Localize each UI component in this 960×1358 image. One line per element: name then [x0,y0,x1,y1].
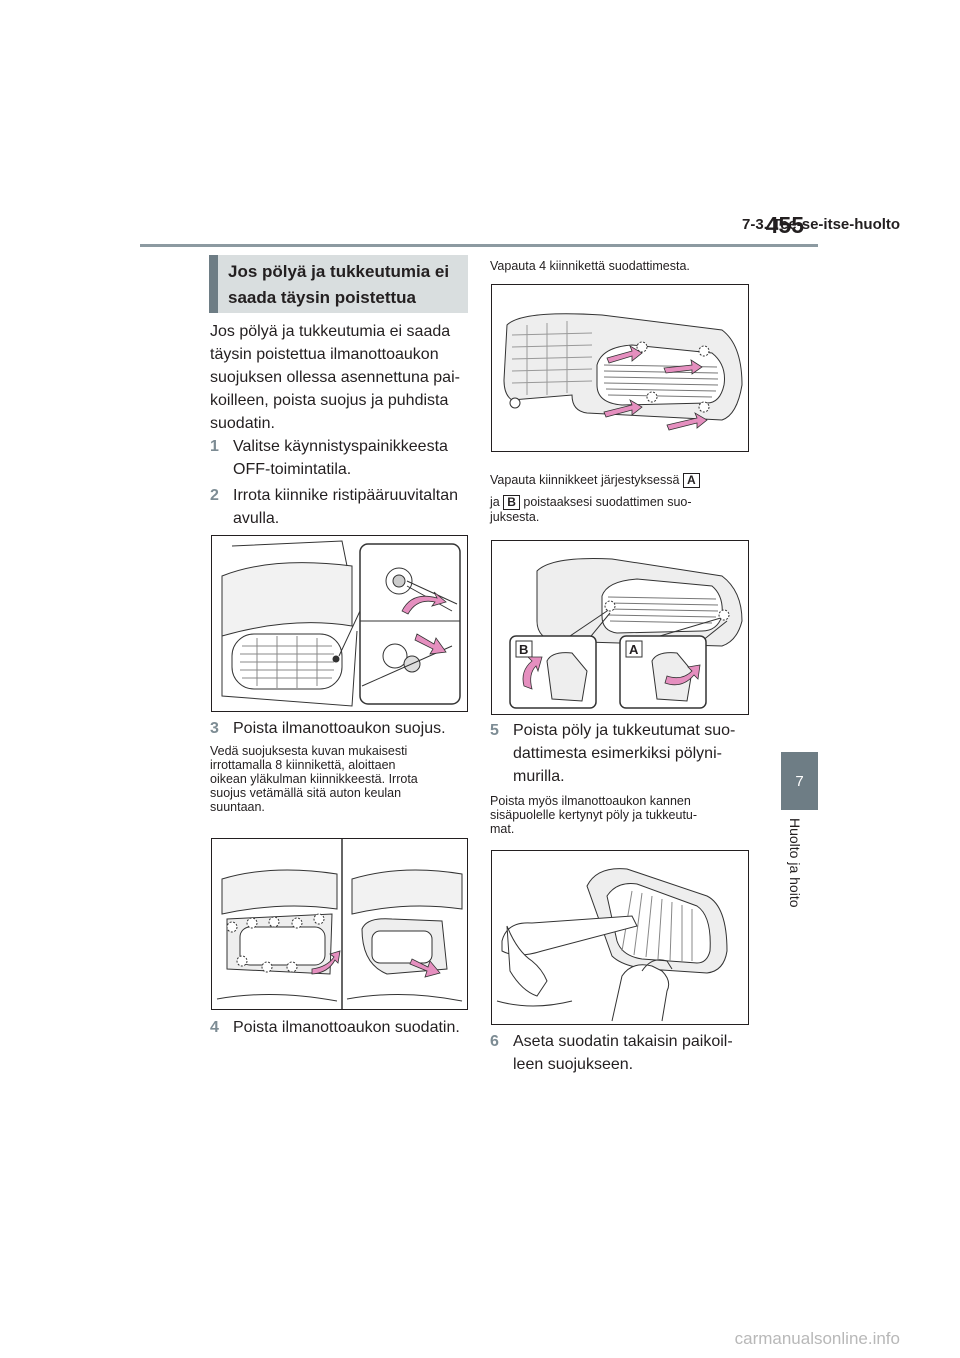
intro-paragraph: Jos pölyä ja tukkeutumia ei saada täysin… [210,320,472,435]
text-line: OFF-toimintatila. [233,461,352,478]
step-2: 2 Irrota kiinnike ristipääruuvitaltan av… [210,484,472,530]
step-number: 5 [490,722,499,739]
figure-vacuum-cleaning [491,850,749,1025]
filter-release-illustration [503,313,743,431]
step-5: 5 Poista pöly ja tukkeutumat suo- dattim… [490,719,752,788]
text-line: Poista myös ilmanottoaukon kannen [490,794,691,808]
text-line: Poista pöly ja tukkeutumat suo- [513,722,736,739]
figure-filter-order: B A [491,540,749,715]
section-heading-line: saada täysin poistettua [228,288,417,307]
text-line: dattimesta esimerkiksi pölyni- [513,745,722,762]
text-line: juksesta. [490,510,540,524]
text-line: Poista ilmanottoaukon suojus. [233,720,446,737]
vacuum-cleaning-illustration [496,868,728,1022]
step-number: 4 [210,1019,219,1036]
fastener-removal-illustration [221,540,461,707]
step-number: 6 [490,1033,499,1050]
step-number: 2 [210,487,219,504]
text-line: poistaaksesi suodattimen suo- [523,495,692,509]
text-line: suuntaan. [210,800,265,814]
text-line: murilla. [513,768,565,785]
text-line: Valitse käynnistyspainikkeesta [233,438,448,455]
text-line: Poista ilmanottoaukon suodatin. [233,1019,460,1036]
text-line: ja [490,495,500,509]
step-4-release-note: Vapauta kiinnikkeet järjestyksessä A ja … [490,473,754,524]
text-line: Vapauta kiinnikkeet järjestyksessä [490,473,680,487]
figure-filter-release [491,284,749,452]
text-line: Aseta suodatin takaisin paikoil- [513,1033,733,1050]
step-4-note: Vapauta 4 kiinnikettä suodattimesta. [490,259,690,273]
chapter-title: Huolto ja hoito [787,818,807,928]
text-line: suodatin. [210,415,275,432]
label-a-box: A [682,473,700,488]
text-line: suojuksen ollessa asennettuna pai- [210,369,460,386]
step-4: 4 Poista ilmanottoaukon suodatin. [210,1016,472,1039]
text-line: Jos pölyä ja tukkeutumia ei saada [210,323,451,340]
label-b-box: B [503,495,520,510]
section-heading: Jos pölyä ja tukkeutumia ei saada täysin… [209,255,468,313]
inset-a-label: A [629,642,639,657]
step-3: 3 Poista ilmanottoaukon suojus. [210,717,472,740]
text-line: täysin poistettua ilmanottoaukon [210,346,439,363]
figure-cover-removal [211,838,468,1010]
step-3-note: Vedä suojuksesta kuvan mukaisesti irrott… [210,744,472,814]
inset-b-label: B [519,642,529,657]
filter-order-illustration [509,558,743,709]
cover-removal-illustration [216,839,463,1009]
step-1: 1 Valitse käynnistyspainikkeesta OFF-toi… [210,435,472,481]
text-line: Vedä suojuksesta kuvan mukaisesti [210,744,408,758]
chapter-title-text: Huolto ja hoito [787,818,803,908]
page-number: 455 [765,212,804,238]
step-6: 6 Aseta suodatin takaisin paikoil- leen … [490,1030,752,1076]
text-line: koilleen, poista suojus ja puhdista [210,392,449,409]
step-number: 3 [210,720,219,737]
text-line: suojus vetämällä sitä auton keulan [210,786,402,800]
text-line: avulla. [233,510,280,527]
chapter-number: 7 [795,772,804,790]
text-line: irrottamalla 8 kiinnikettä, aloittaen [210,758,396,772]
section-heading-line: Jos pölyä ja tukkeutumia ei [228,262,450,281]
figure-fastener-removal [211,535,468,712]
text-line: mat. [490,822,515,836]
text-line: oikean yläkulman kiinnikkeestä. Irrota [210,772,418,786]
text-line: leen suojukseen. [513,1056,634,1073]
step-5-note: Poista myös ilmanottoaukon kannen sisäpu… [490,794,752,836]
header-rule [140,244,818,247]
watermark: carmanualsonline.info [734,1329,900,1348]
text-line: Irrota kiinnike ristipääruuvitaltan [233,487,458,504]
step-number: 1 [210,438,219,455]
text-line: sisäpuolelle kertynyt pöly ja tukkeutu- [490,808,698,822]
chapter-tab[interactable]: 7 [781,752,818,810]
section-title: 7-3. Tee-se-itse-huolto [742,216,901,233]
